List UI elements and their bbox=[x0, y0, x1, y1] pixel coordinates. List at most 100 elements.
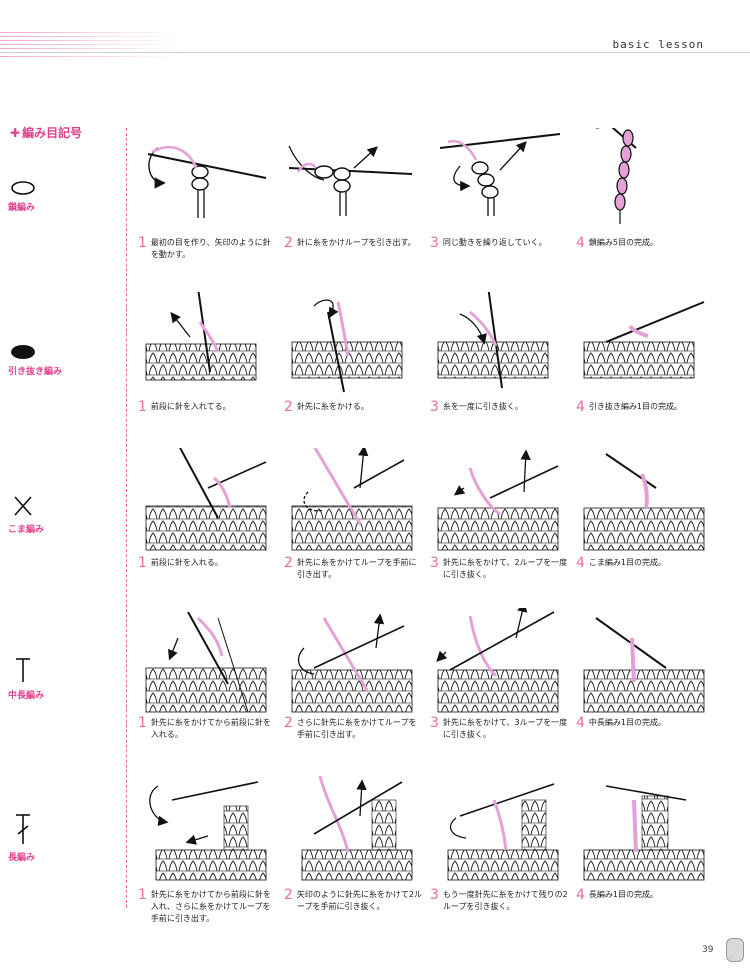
step-number: 1 bbox=[138, 715, 147, 731]
step-text: 前段に針を入れる。 bbox=[150, 558, 223, 567]
step-illustration bbox=[439, 133, 561, 216]
steps-row-single: 1 前段に針を入れる。 2 針先に糸をかけてループを手前に引き出す。 3 針先に… bbox=[138, 448, 718, 608]
step-2: 2 針先に糸をかけてループを手前に引き出す。 bbox=[284, 448, 424, 608]
step-caption: 4 長編み1目の完成。 bbox=[576, 888, 716, 902]
step-4: 4 中長編み1目の完成。 bbox=[576, 608, 716, 768]
symbol-half-double: 中長編み bbox=[8, 656, 118, 701]
step-1: 1 最初の目を作り、矢印のように針を動かす。 bbox=[138, 128, 278, 288]
step-illustration bbox=[437, 449, 559, 551]
step-2: 2 矢印のように針先に糸をかけて2ループを手前に引き抜く。 bbox=[284, 776, 424, 936]
step-caption: 3 針先に糸をかけて、3ループを一度に引き抜く。 bbox=[430, 716, 570, 741]
header-decoration bbox=[0, 32, 180, 58]
symbol-chain: 鎖編み bbox=[8, 180, 118, 213]
step-caption: 2 矢印のように針先に糸をかけて2ループを手前に引き抜く。 bbox=[284, 888, 424, 913]
step-4: 4 長編み1目の完成。 bbox=[576, 776, 716, 936]
step-2: 2 針先に糸をかける。 bbox=[284, 292, 424, 452]
step-illustration bbox=[291, 299, 403, 393]
step-number: 4 bbox=[576, 399, 585, 415]
step-text: 針先に糸をかけてから前段に針を入れる。 bbox=[150, 718, 271, 739]
double-crochet-symbol-icon bbox=[16, 814, 30, 844]
step-number: 2 bbox=[284, 887, 293, 903]
step-number: 4 bbox=[576, 715, 585, 731]
step-3: 3 同じ動きを繰り返していく。 bbox=[430, 128, 570, 288]
dashed-divider bbox=[126, 128, 127, 908]
step-illustration bbox=[447, 783, 559, 881]
step-number: 1 bbox=[138, 555, 147, 571]
cross-icon: ✚ bbox=[10, 126, 21, 140]
step-number: 2 bbox=[284, 399, 293, 415]
step-number: 1 bbox=[138, 399, 147, 415]
step-caption: 4 引き抜き編み1目の完成。 bbox=[576, 400, 716, 414]
step-2: 2 さらに針先に糸をかけてループを手前に引き出す。 bbox=[284, 608, 424, 768]
step-number: 4 bbox=[576, 887, 585, 903]
step-number: 4 bbox=[576, 555, 585, 571]
half-double-crochet-symbol-icon bbox=[16, 658, 30, 682]
step-number: 3 bbox=[430, 715, 439, 731]
step-illustration bbox=[291, 448, 413, 551]
step-text: 針先に糸をかけて、2ループを一度に引き抜く。 bbox=[442, 558, 568, 579]
symbol-name: こま編み bbox=[8, 525, 45, 535]
step-illustration bbox=[149, 781, 267, 881]
step-3: 3 もう一度針先に糸をかけて残りの2ループを引き抜く。 bbox=[430, 776, 570, 936]
step-number: 4 bbox=[576, 235, 585, 251]
step-caption: 4 こま編み1目の完成。 bbox=[576, 556, 716, 570]
symbol-name: 長編み bbox=[8, 853, 36, 863]
step-illustration bbox=[301, 776, 413, 881]
step-illustration bbox=[288, 145, 413, 216]
symbol-single: こま編み bbox=[8, 494, 118, 535]
step-caption: 3 もう一度針先に糸をかけて残りの2ループを引き抜く。 bbox=[430, 888, 570, 913]
step-text: 中長編み1目の完成。 bbox=[588, 718, 667, 727]
step-caption: 2 針に糸をかけループを引き出す。 bbox=[284, 236, 424, 250]
step-text: 針先に糸をかけてから前段に針を入れ、さらに糸をかけてループを手前に引き出す。 bbox=[150, 890, 271, 923]
step-caption: 1 針先に糸をかけてから前段に針を入れ、さらに糸をかけてループを手前に引き出す。 bbox=[138, 888, 278, 925]
symbol-double: 長編み bbox=[8, 812, 118, 863]
step-caption: 4 中長編み1目の完成。 bbox=[576, 716, 716, 730]
step-illustration bbox=[436, 608, 559, 713]
steps-row-chain: 1 最初の目を作り、矢印のように針を動かす。 2 針に糸をかけループを引き出す。 bbox=[138, 128, 718, 288]
step-text: 引き抜き編み1目の完成。 bbox=[588, 402, 683, 411]
step-illustration bbox=[583, 453, 705, 551]
step-4: 4 鎖編み5目の完成。 bbox=[576, 128, 716, 288]
step-text: 針先に糸をかけてループを手前に引き出す。 bbox=[296, 558, 417, 579]
step-number: 2 bbox=[284, 715, 293, 731]
step-number: 3 bbox=[430, 399, 439, 415]
steps-row-double: 1 針先に糸をかけてから前段に針を入れ、さらに糸をかけてループを手前に引き出す。… bbox=[138, 776, 718, 936]
page-number: 39 bbox=[702, 945, 714, 955]
section-title: ✚編み目記号 bbox=[10, 126, 83, 140]
step-number: 1 bbox=[138, 235, 147, 251]
step-illustration bbox=[583, 785, 705, 881]
step-illustration bbox=[145, 292, 257, 381]
steps-row-slip: 1 前段に針を入れてる。 2 針先に糸をかける。 3 糸を一度に引き抜く。 bbox=[138, 292, 718, 452]
step-1: 1 針先に糸をかけてから前段に針を入れ、さらに糸をかけてループを手前に引き出す。 bbox=[138, 776, 278, 936]
step-text: 針先に糸をかけて、3ループを一度に引き抜く。 bbox=[442, 718, 568, 739]
step-illustration bbox=[145, 611, 267, 713]
symbol-name: 中長編み bbox=[8, 691, 45, 701]
slip-stitch-symbol-icon bbox=[11, 345, 35, 359]
steps-row-half-double: 1 針先に糸をかけてから前段に針を入れる。 2 さらに針先に糸をかけてループを手… bbox=[138, 608, 718, 768]
step-caption: 1 最初の目を作り、矢印のように針を動かす。 bbox=[138, 236, 278, 261]
step-text: 最初の目を作り、矢印のように針を動かす。 bbox=[150, 238, 271, 259]
step-text: 同じ動きを繰り返していく。 bbox=[442, 238, 547, 247]
step-3: 3 針先に糸をかけて、2ループを一度に引き抜く。 bbox=[430, 448, 570, 608]
step-4: 4 こま編み1目の完成。 bbox=[576, 448, 716, 608]
step-text: もう一度針先に糸をかけて残りの2ループを引き抜く。 bbox=[442, 890, 568, 911]
step-text: 糸を一度に引き抜く。 bbox=[442, 402, 523, 411]
step-number: 2 bbox=[284, 555, 293, 571]
step-caption: 3 針先に糸をかけて、2ループを一度に引き抜く。 bbox=[430, 556, 570, 581]
step-caption: 1 前段に針を入れる。 bbox=[138, 556, 278, 570]
step-illustration bbox=[583, 301, 705, 379]
step-text: 鎖編み5目の完成。 bbox=[588, 238, 659, 247]
step-4: 4 引き抜き編み1目の完成。 bbox=[576, 292, 716, 452]
step-text: 針に糸をかけループを引き出す。 bbox=[296, 238, 416, 247]
step-caption: 2 針先に糸をかけてループを手前に引き出す。 bbox=[284, 556, 424, 581]
step-text: 針先に糸をかける。 bbox=[296, 402, 369, 411]
step-text: 前段に針を入れてる。 bbox=[150, 402, 231, 411]
step-text: さらに針先に糸をかけてループを手前に引き出す。 bbox=[296, 718, 417, 739]
step-illustration bbox=[145, 448, 267, 551]
step-illustration bbox=[583, 617, 705, 713]
step-caption: 1 針先に糸をかけてから前段に針を入れる。 bbox=[138, 716, 278, 741]
symbol-name: 鎖編み bbox=[8, 203, 36, 213]
step-1: 1 前段に針を入れてる。 bbox=[138, 292, 278, 452]
header-title: basic lesson bbox=[612, 38, 704, 51]
step-3: 3 針先に糸をかけて、3ループを一度に引き抜く。 bbox=[430, 608, 570, 768]
